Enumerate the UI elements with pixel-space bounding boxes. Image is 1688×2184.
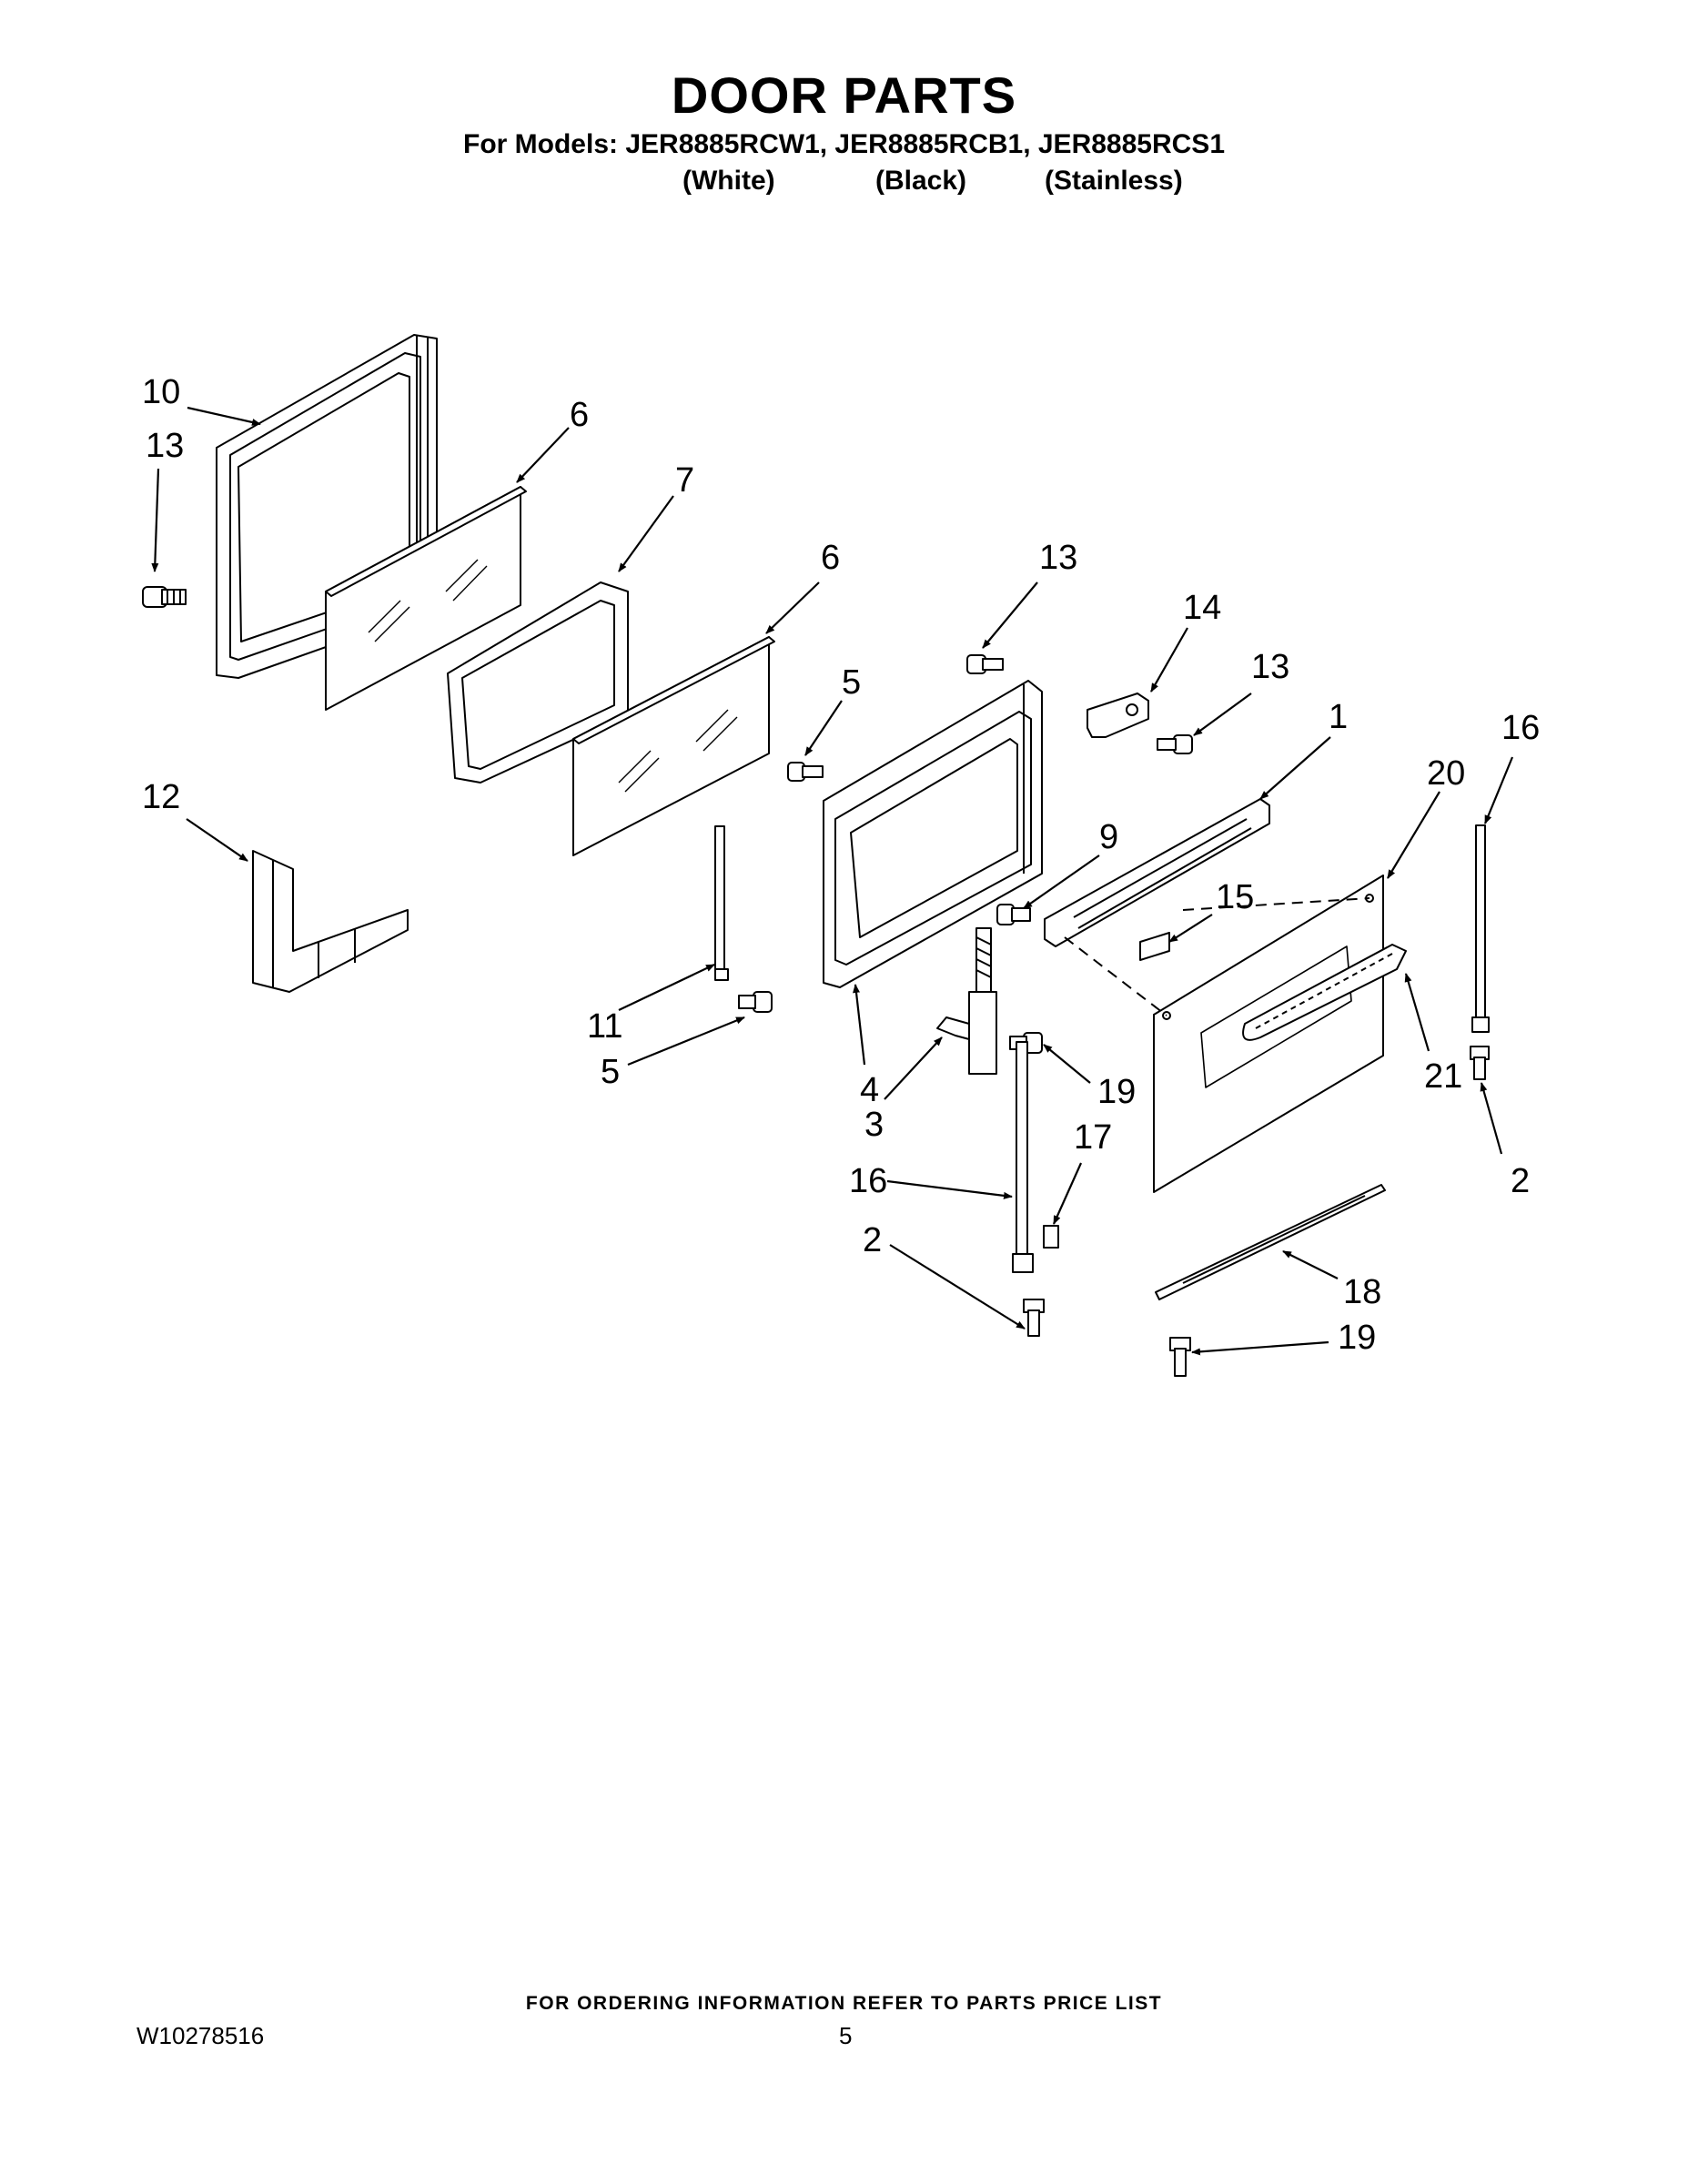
screw-19-bottom <box>1169 1337 1191 1377</box>
callout-5-lower: 5 <box>601 1053 620 1091</box>
screw-5-upper <box>787 762 824 782</box>
callout-14: 14 <box>1183 589 1221 627</box>
callout-2-right: 2 <box>1511 1162 1530 1200</box>
page-title: DOOR PARTS <box>671 66 1017 124</box>
callout-15: 15 <box>1216 878 1254 916</box>
callout-6-top: 6 <box>570 396 589 434</box>
callout-16-right: 16 <box>1501 709 1540 747</box>
page-number: 5 <box>839 2022 853 2049</box>
clip-17 <box>1043 1225 1059 1249</box>
callout-4: 4 <box>860 1071 879 1109</box>
callout-13-right: 13 <box>1251 648 1289 686</box>
callout-19-hinge: 19 <box>1097 1073 1136 1111</box>
screw-13-left <box>142 586 187 608</box>
oven-door-glass-front <box>572 636 775 856</box>
assembly-guide-lines <box>1064 897 1370 1016</box>
document-number: W10278516 <box>136 2022 265 2049</box>
door-hinge <box>936 927 997 1075</box>
screw-13-middle <box>966 654 1004 674</box>
spacer-15 <box>1139 932 1170 961</box>
screw-2-right <box>1470 1046 1490 1080</box>
callout-9: 9 <box>1099 818 1118 856</box>
side-trim-right <box>1471 824 1490 1033</box>
door-top-trim <box>1044 798 1270 947</box>
variant-black: (Black) <box>875 166 967 196</box>
door-insulation <box>252 850 409 993</box>
callout-12: 12 <box>142 778 180 816</box>
callout-11: 11 <box>587 1007 622 1046</box>
screw-2-left <box>1023 1299 1045 1337</box>
callout-20: 20 <box>1427 754 1465 793</box>
callout-13-left: 13 <box>146 427 184 465</box>
callout-1: 1 <box>1329 698 1348 736</box>
hinge-bracket-14 <box>1087 693 1149 738</box>
screw-13-right <box>1157 734 1193 754</box>
screw-5-lower <box>738 991 773 1013</box>
door-bracket-11 <box>714 825 729 981</box>
callout-3: 3 <box>864 1106 884 1144</box>
callout-6-front: 6 <box>821 539 840 577</box>
callout-16-left: 16 <box>849 1162 887 1200</box>
glass-pack-frame <box>447 581 629 784</box>
door-inner-panel <box>823 680 1043 988</box>
variant-stainless: (Stainless) <box>1045 166 1183 196</box>
callout-labels: 10 13 6 7 6 13 14 13 5 1 16 20 12 9 15 1… <box>142 373 1540 1357</box>
oven-door-glass-rear <box>325 486 527 711</box>
variant-white: (White) <box>682 166 775 196</box>
leader-arrows <box>151 406 1514 1356</box>
callout-21: 21 <box>1424 1057 1462 1096</box>
callout-7: 7 <box>675 461 694 500</box>
callout-10: 10 <box>142 373 180 411</box>
door-handle <box>1242 944 1407 1041</box>
callout-2-left: 2 <box>863 1221 882 1259</box>
side-trim-left <box>1012 1041 1034 1273</box>
callout-17: 17 <box>1074 1118 1112 1157</box>
ordering-note: FOR ORDERING INFORMATION REFER TO PARTS … <box>525 1993 1163 2014</box>
door-bottom-trim <box>1155 1184 1386 1300</box>
screw-9 <box>996 904 1031 925</box>
callout-19-bottom: 19 <box>1338 1319 1376 1357</box>
callout-13-middle: 13 <box>1039 539 1077 577</box>
callout-5-upper: 5 <box>842 663 861 702</box>
callout-18: 18 <box>1343 1273 1381 1311</box>
models-line: For Models: JER8885RCW1, JER8885RCB1, JE… <box>463 129 1225 159</box>
